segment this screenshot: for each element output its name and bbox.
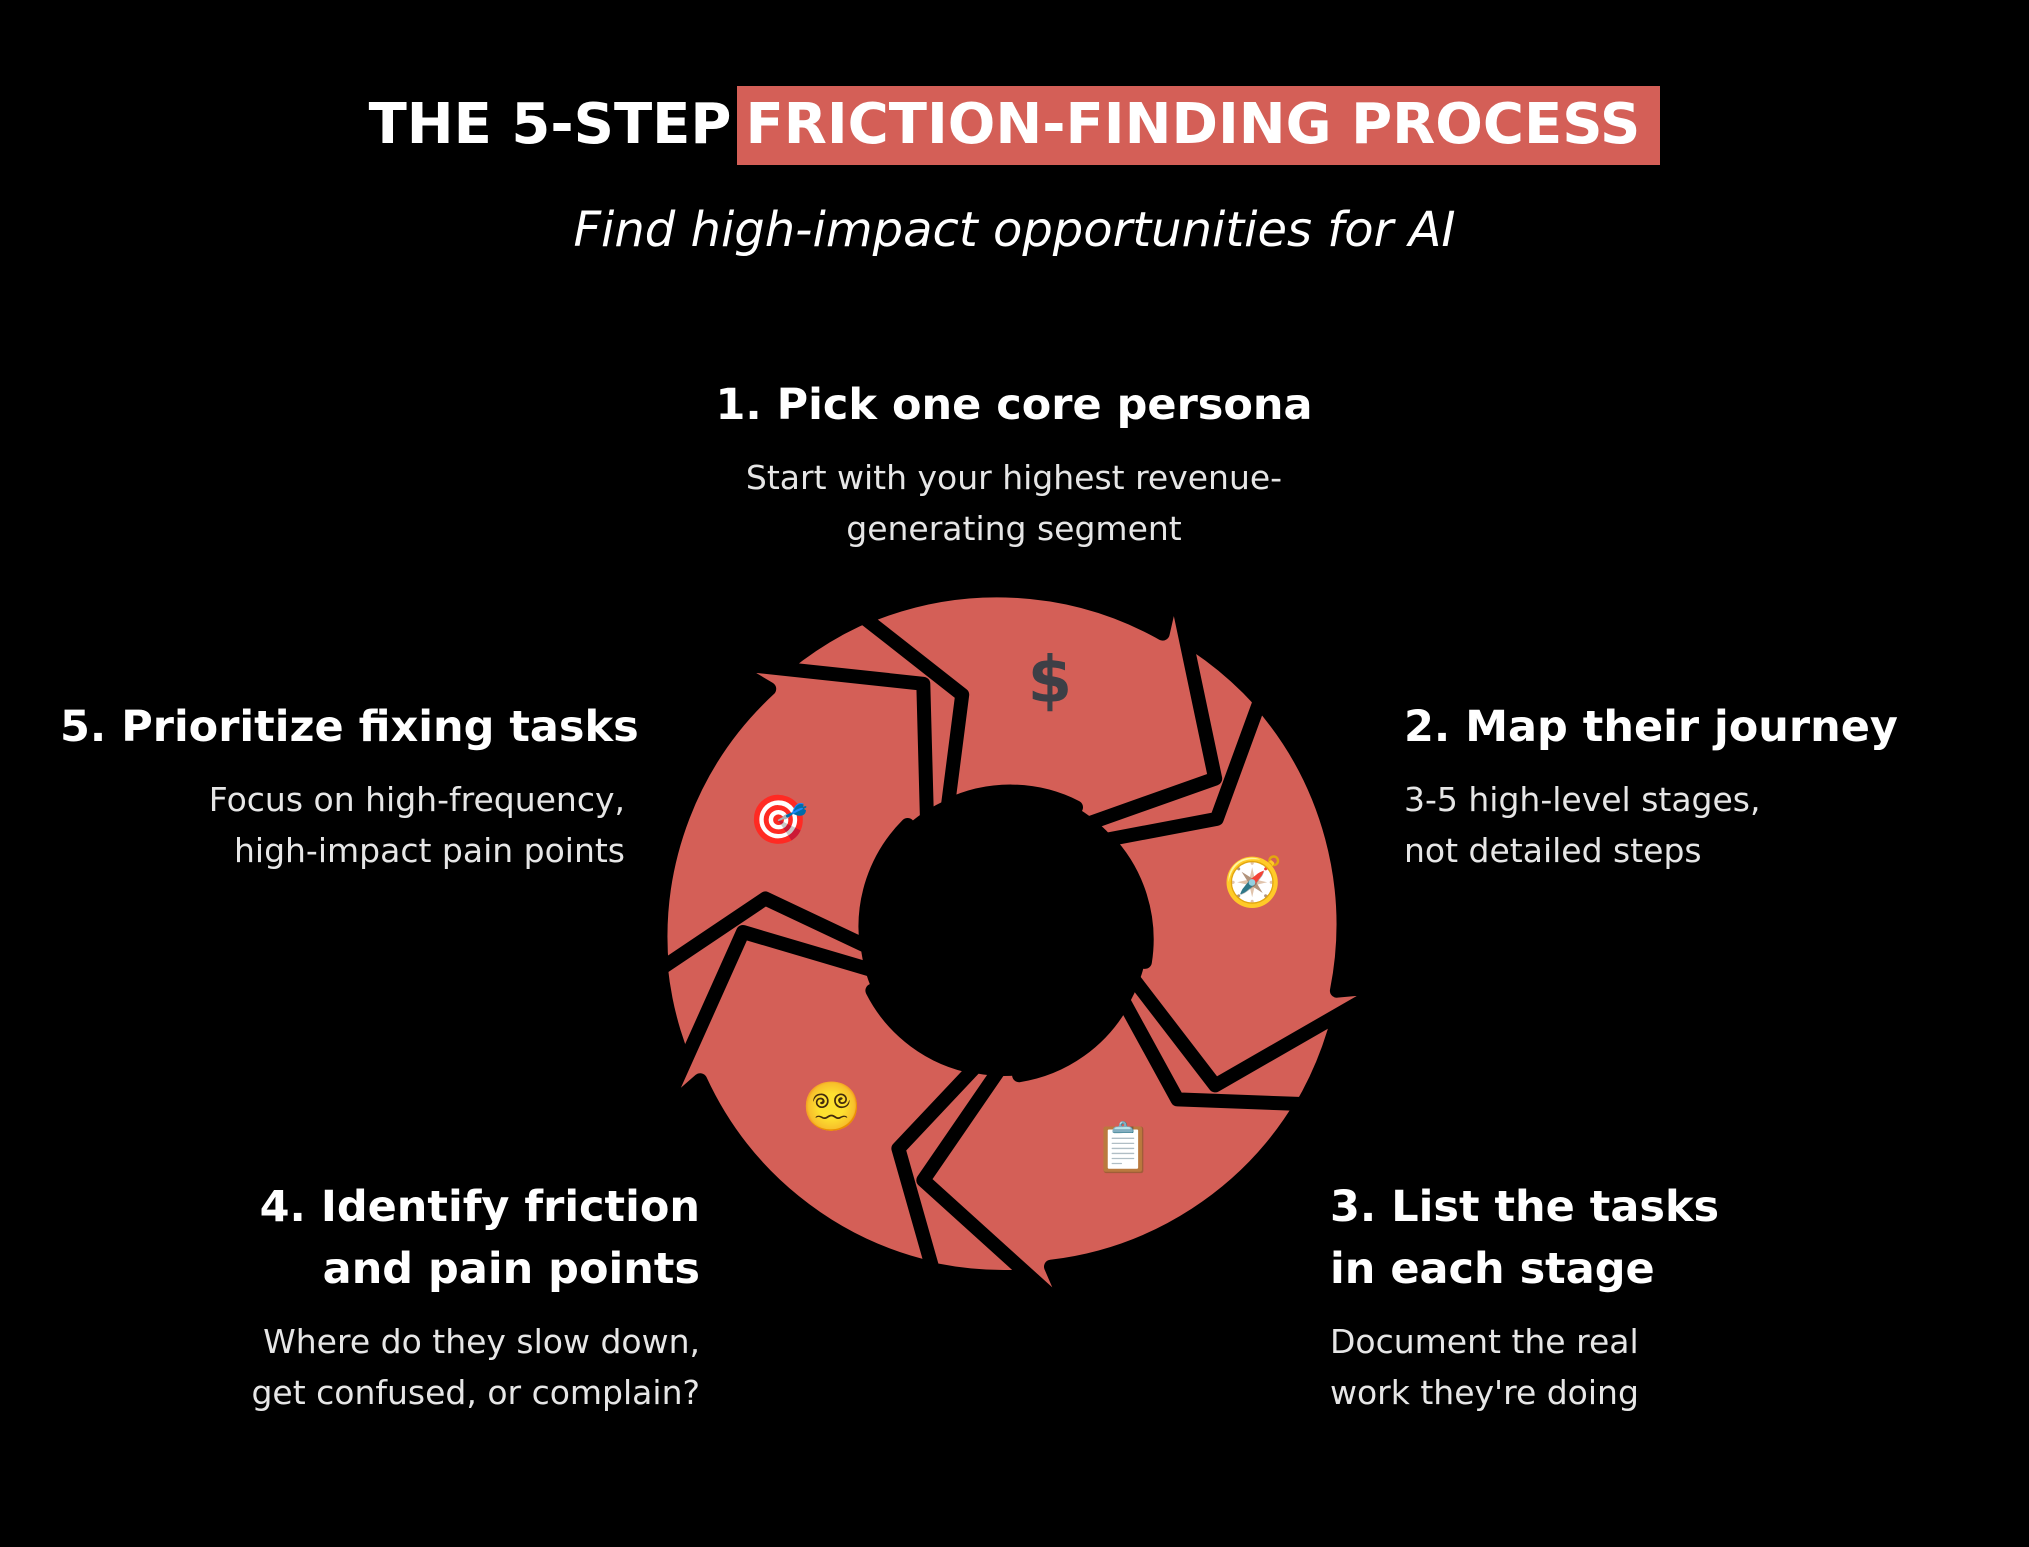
step-1-description-line-2: generating segment xyxy=(846,509,1182,548)
title-plain: THE 5-STEP xyxy=(368,92,732,157)
step-5-title: 5. Prioritize fixing tasks xyxy=(60,702,639,752)
step-2: 2. Map their journey 3-5 high-level stag… xyxy=(1404,696,1964,876)
step-5: 5. Prioritize fixing tasks Focus on high… xyxy=(60,696,639,876)
step-1-description-line-1: Start with your highest revenue- xyxy=(745,458,1283,497)
step-1-title: 1. Pick one core persona xyxy=(715,380,1313,430)
step-3-description: Document the real work they're doing xyxy=(1330,1316,1890,1418)
target-icon: 🎯 xyxy=(748,791,809,848)
step-2-title: 2. Map their journey xyxy=(1404,702,1898,752)
step-1: 1. Pick one core persona Start with your… xyxy=(664,374,1364,554)
dollar-icon: $ xyxy=(1027,643,1073,718)
cycle-center xyxy=(860,788,1148,1076)
compass-icon: 🧭 xyxy=(1223,854,1283,911)
dizzy-face-icon: 😵‍💫 xyxy=(801,1078,862,1135)
step-4-title-line-1: 4. Identify friction xyxy=(259,1182,700,1232)
step-2-description-line-1: 3-5 high-level stages, xyxy=(1404,780,1761,819)
step-4: 4. Identify friction and pain points Whe… xyxy=(100,1176,700,1418)
step-5-description: Focus on high-frequency, high-impact pai… xyxy=(60,774,625,876)
step-3-title-line-2: in each stage xyxy=(1330,1244,1655,1294)
step-5-description-line-2: high-impact pain points xyxy=(233,831,625,870)
clipboard-icon: 📋 xyxy=(1093,1119,1154,1176)
step-5-description-line-1: Focus on high-frequency, xyxy=(208,780,625,819)
step-3-description-line-2: work they're doing xyxy=(1330,1373,1639,1412)
step-3: 3. List the tasks in each stage Document… xyxy=(1330,1176,1890,1418)
step-4-description: Where do they slow down, get confused, o… xyxy=(100,1316,700,1418)
step-2-description-line-2: not detailed steps xyxy=(1404,831,1702,870)
step-4-title: 4. Identify friction and pain points xyxy=(100,1176,700,1300)
step-1-description: Start with your highest revenue- generat… xyxy=(664,452,1364,554)
step-4-description-line-2: get confused, or complain? xyxy=(251,1373,700,1412)
step-3-description-line-1: Document the real xyxy=(1330,1322,1639,1361)
step-4-description-line-1: Where do they slow down, xyxy=(263,1322,700,1361)
step-2-description: 3-5 high-level stages, not detailed step… xyxy=(1404,774,1964,876)
step-3-title: 3. List the tasks in each stage xyxy=(1330,1176,1890,1300)
step-3-title-line-1: 3. List the tasks xyxy=(1330,1182,1720,1232)
page-subtitle: Find high-impact opportunities for AI xyxy=(573,202,1456,258)
title-highlight: FRICTION-FINDING PROCESS xyxy=(737,86,1661,165)
step-4-title-line-2: and pain points xyxy=(322,1244,700,1294)
